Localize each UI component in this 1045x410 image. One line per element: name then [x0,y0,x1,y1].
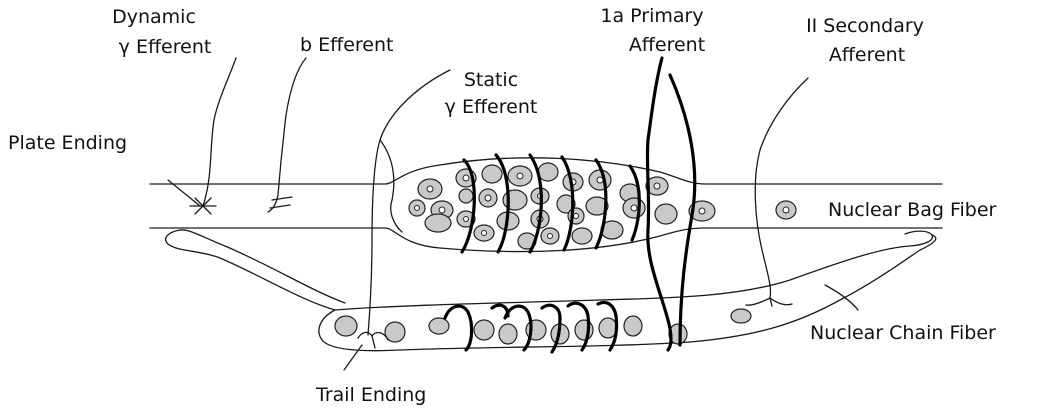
label-nuclear-chain-fiber: Nuclear Chain Fiber [810,322,996,344]
b-efferent-fiber [268,58,306,212]
label-dynamic-line2: γ Efferent [119,36,212,58]
nucleolus [427,186,433,192]
label-secondary-line1: II Secondary [806,15,924,37]
label-secondary-line2: Afferent [829,44,905,66]
label-static-line1: Static [464,69,518,91]
label-static-line2: γ Efferent [445,96,538,118]
label-primary-line2: Afferent [629,34,705,56]
label-trail-ending: Trail Ending [315,384,426,406]
label-dynamic-line1: Dynamic [112,6,196,28]
nucleus [482,165,502,183]
dynamic-gamma-efferent-fiber [168,58,236,214]
label-b-efferent: b Efferent [300,34,393,56]
chain-fiber-nuclei [335,309,751,344]
label-plate-ending: Plate Ending [8,132,127,154]
primary-afferent-fiber [647,58,694,350]
secondary-afferent-fiber [746,78,808,306]
nuclear-chain-fiber-pointer [825,285,858,310]
label-primary-line1: 1a Primary [600,5,703,27]
trail-ending-symbol [358,332,388,348]
label-nuclear-bag-fiber: Nuclear Bag Fiber [828,199,997,221]
